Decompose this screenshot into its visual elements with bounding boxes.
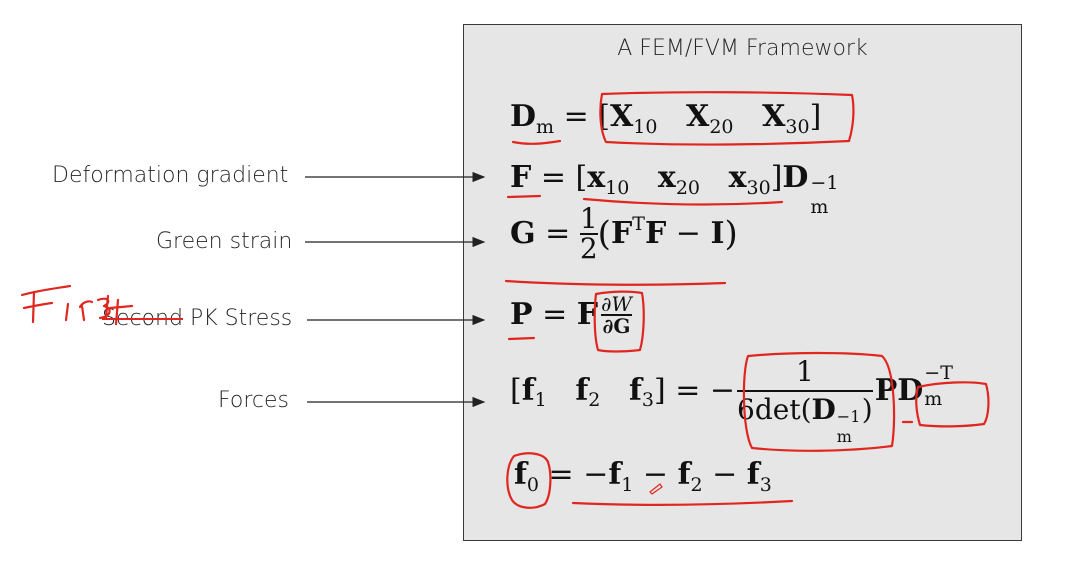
underline-f [506,194,542,199]
handwritten-first-mark [20,284,134,326]
pencil-doodle [649,483,663,495]
label-forces: Forces [218,388,289,413]
underline-x-vector [582,197,784,206]
underline-f-sum [571,499,794,506]
label-green-strain: Green strain [156,229,293,254]
box-dw-dg [593,290,645,353]
panel-title: A FEM/FVM Framework [617,36,868,61]
underline-green [504,279,727,286]
label-pk-rest: PK Stress [182,306,293,331]
box-fraction [742,351,896,452]
box-x-vector [599,91,855,146]
equation-f0: f0 = −f1 − f2 − f3 [514,457,772,496]
equation-pk-stress: P = F∂W∂G [510,292,632,338]
circle-f0 [506,452,552,509]
label-deformation-gradient: Deformation gradient [52,163,289,188]
box-dm-inv-t [915,381,990,428]
underline-dm [511,139,562,145]
underline-p [507,336,536,341]
equation-dm: Dm = [X10 X20 X30] [510,99,822,138]
